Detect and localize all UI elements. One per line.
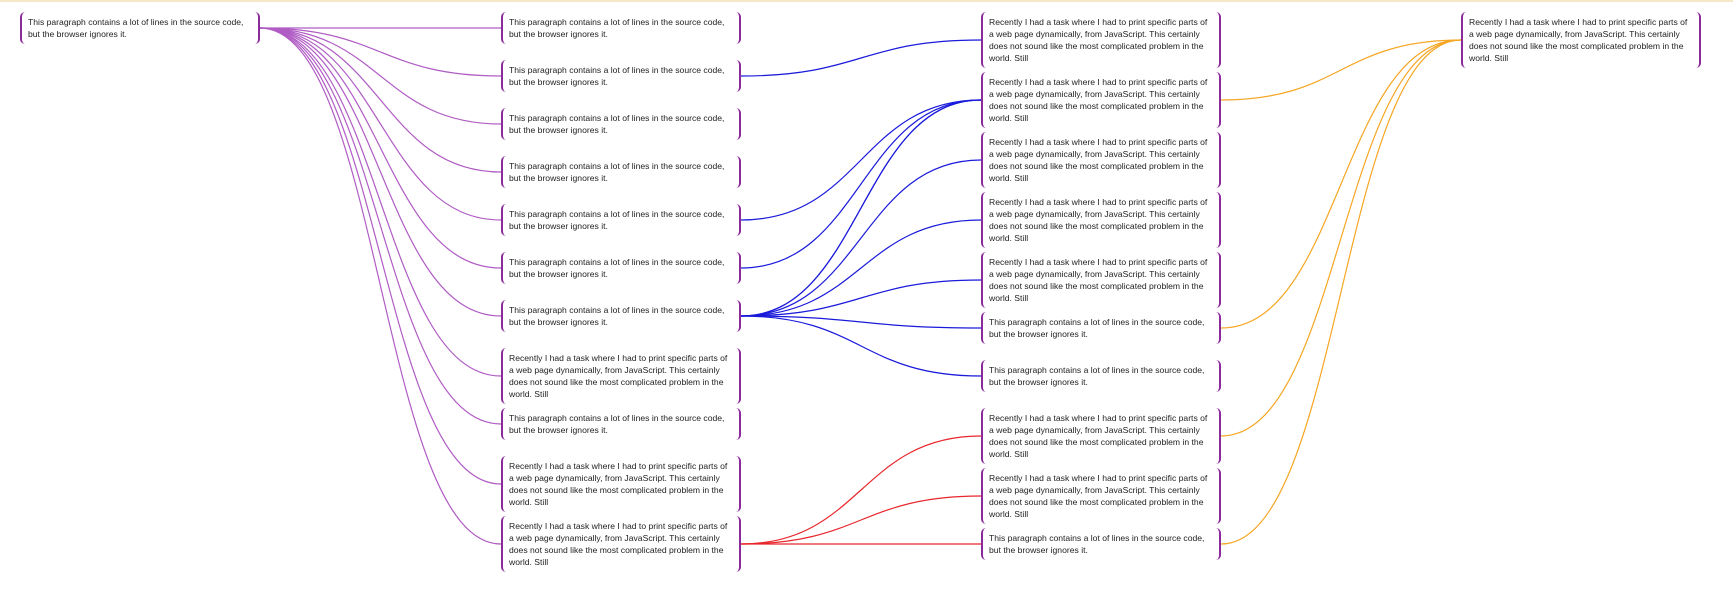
link-c1n1-c2n0-11 bbox=[740, 39, 982, 77]
node-c1n2[interactable]: This paragraph contains a lot of lines i… bbox=[501, 108, 741, 140]
link-c1n6-c2n3-17 bbox=[740, 219, 982, 317]
top-rule bbox=[0, 0, 1733, 2]
link-c0n0-c1n7-7 bbox=[259, 27, 502, 377]
node-c2n3[interactable]: Recently I had a task where I had to pri… bbox=[981, 192, 1221, 248]
link-c0n0-c1n10-10 bbox=[259, 27, 502, 545]
link-c1n5-c2n1-13 bbox=[740, 99, 982, 269]
node-c2n7[interactable]: Recently I had a task where I had to pri… bbox=[981, 408, 1221, 464]
link-c0n0-c1n6-6 bbox=[259, 27, 502, 317]
node-c2n8[interactable]: Recently I had a task where I had to pri… bbox=[981, 468, 1221, 524]
node-c1n0[interactable]: This paragraph contains a lot of lines i… bbox=[501, 12, 741, 44]
link-c0n0-c1n5-5 bbox=[259, 27, 502, 269]
node-c2n1[interactable]: Recently I had a task where I had to pri… bbox=[981, 72, 1221, 128]
node-c1n1[interactable]: This paragraph contains a lot of lines i… bbox=[501, 60, 741, 92]
node-c2n0[interactable]: Recently I had a task where I had to pri… bbox=[981, 12, 1221, 68]
link-c1n10-c2n7-21 bbox=[740, 435, 982, 545]
link-c1n6-c2n4-18 bbox=[740, 279, 982, 317]
link-c1n6-c2n5-19 bbox=[740, 315, 982, 329]
link-c2n5-c3n0-25 bbox=[1220, 39, 1462, 329]
link-c0n0-c1n4-4 bbox=[259, 27, 502, 221]
node-c2n2[interactable]: Recently I had a task where I had to pri… bbox=[981, 132, 1221, 188]
node-c1n6[interactable]: This paragraph contains a lot of lines i… bbox=[501, 300, 741, 332]
link-c0n0-c1n2-2 bbox=[259, 27, 502, 125]
node-c1n3[interactable]: This paragraph contains a lot of lines i… bbox=[501, 156, 741, 188]
link-c1n4-c2n1-12 bbox=[740, 99, 982, 221]
node-c2n9[interactable]: This paragraph contains a lot of lines i… bbox=[981, 528, 1221, 560]
link-c1n6-c2n1-15 bbox=[740, 99, 982, 317]
link-c0n0-c1n3-3 bbox=[259, 27, 502, 173]
link-c0n0-c1n9-9 bbox=[259, 27, 502, 485]
node-c1n10[interactable]: Recently I had a task where I had to pri… bbox=[501, 516, 741, 572]
node-c1n7[interactable]: Recently I had a task where I had to pri… bbox=[501, 348, 741, 404]
link-c0n0-c1n1-1 bbox=[259, 27, 502, 77]
link-c1n10-c2n8-22 bbox=[740, 495, 982, 545]
node-c2n6[interactable]: This paragraph contains a lot of lines i… bbox=[981, 360, 1221, 392]
node-c2n4[interactable]: Recently I had a task where I had to pri… bbox=[981, 252, 1221, 308]
link-c1n6-c2n6-20 bbox=[740, 315, 982, 377]
node-c1n4[interactable]: This paragraph contains a lot of lines i… bbox=[501, 204, 741, 236]
node-c1n9[interactable]: Recently I had a task where I had to pri… bbox=[501, 456, 741, 512]
link-c2n9-c3n0-27 bbox=[1220, 39, 1462, 545]
link-c2n7-c3n0-26 bbox=[1220, 39, 1462, 437]
node-c1n8[interactable]: This paragraph contains a lot of lines i… bbox=[501, 408, 741, 440]
node-c0n0[interactable]: This paragraph contains a lot of lines i… bbox=[20, 12, 260, 44]
node-c2n5[interactable]: This paragraph contains a lot of lines i… bbox=[981, 312, 1221, 344]
node-c3n0[interactable]: Recently I had a task where I had to pri… bbox=[1461, 12, 1701, 68]
link-c1n6-c2n2-16 bbox=[740, 159, 982, 317]
node-c1n5[interactable]: This paragraph contains a lot of lines i… bbox=[501, 252, 741, 284]
link-c2n1-c3n0-24 bbox=[1220, 39, 1462, 101]
link-c0n0-c1n8-8 bbox=[259, 27, 502, 425]
